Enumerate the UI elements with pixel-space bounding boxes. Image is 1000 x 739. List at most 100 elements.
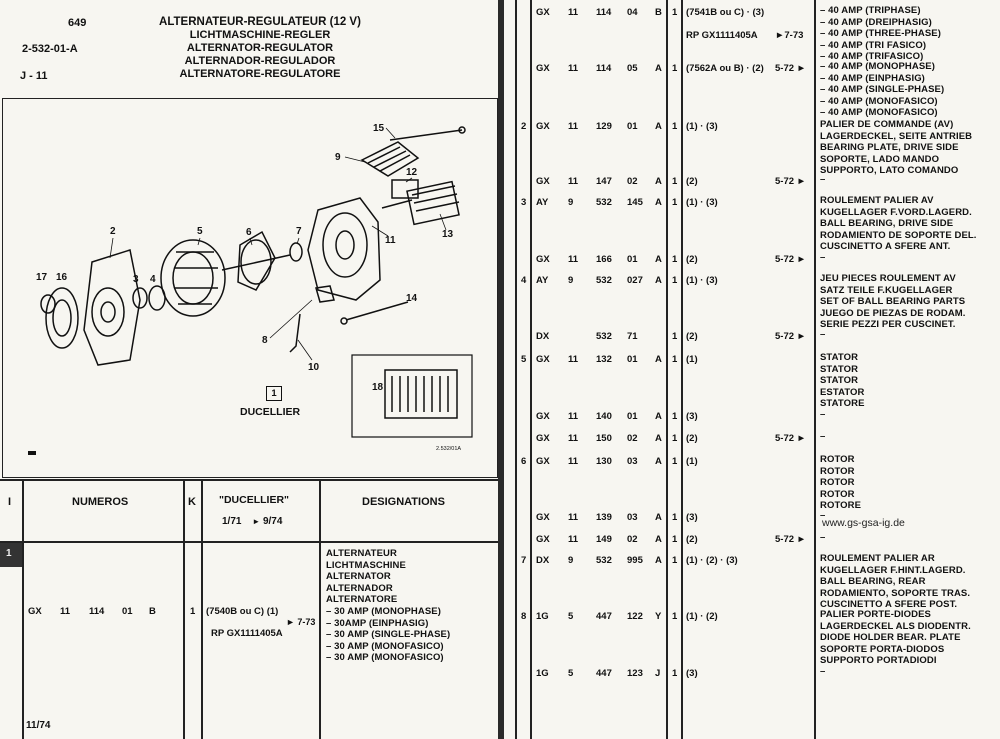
callout-12: 12	[406, 167, 418, 178]
part-variant: 123	[627, 668, 643, 679]
part-qty: 1	[672, 433, 678, 444]
designation-line: SOPORTE PORTA-DIODOS	[820, 643, 945, 655]
part-qty: 1	[190, 606, 196, 617]
designation-line: –	[820, 666, 826, 677]
part-note: (1) · (2) · (3)	[686, 555, 738, 566]
designation-line: ROTOR	[820, 477, 855, 489]
part-ref-arrow: 5-72 ►	[775, 254, 807, 265]
designation-line: ESTATOR	[820, 386, 865, 398]
col-numeros-header: NUMEROS	[72, 496, 129, 508]
part-prefix: GX	[536, 176, 550, 187]
part-letter: A	[655, 275, 662, 286]
part-rp: RP GX1111405A	[211, 628, 283, 639]
part-qty: 1	[672, 254, 678, 265]
part-prefix: GX	[536, 411, 550, 422]
designation-line: –	[820, 329, 826, 340]
page-title-it: ALTERNATORE-REGULATORE	[179, 68, 341, 80]
part-ref-arrow: ►7-73	[775, 30, 804, 41]
callout-17: 17	[36, 272, 48, 283]
part-group: 9	[568, 275, 574, 286]
part-number: 149	[596, 534, 612, 545]
designation-line: LAGERDECKEL ALS DIODENTR.	[820, 620, 971, 632]
row-index: 3	[521, 197, 527, 208]
designation-line: SET OF BALL BEARING PARTS	[820, 296, 966, 308]
ducellier-to: 9/74	[262, 516, 283, 527]
part-note: (2)	[686, 254, 698, 265]
col-ducellier-header: "DUCELLIER"	[219, 494, 290, 506]
designation: –	[820, 329, 825, 341]
part-prefix: 1G	[536, 611, 549, 622]
part-number: 447	[596, 611, 612, 622]
designation-line: STATOR	[820, 375, 859, 387]
part-note: (7562A ou B) · (2)	[686, 63, 764, 74]
callout-6: 6	[246, 227, 252, 238]
designation: –	[820, 532, 825, 544]
part-note: (1) · (2)	[686, 611, 718, 622]
figure-callouts: 2 3 4 5 6 7 8 9 10 11 12 13 14 15 16 17 …	[36, 123, 454, 393]
designation-line: –	[820, 174, 826, 185]
part-number: 130	[596, 456, 612, 467]
part-note: (1) · (3)	[686, 275, 718, 286]
part-letter: A	[655, 63, 662, 74]
designation-line: BEARING PLATE, DRIVE SIDE	[820, 142, 959, 154]
part-ref-arrow: ► 7-73	[286, 617, 316, 627]
part-prefix: GX	[536, 354, 550, 365]
designation-line: – 40 AMP (EINPHASIG)	[820, 72, 925, 84]
designation-line: ROTORE	[820, 500, 862, 512]
designation-line: – 40 AMP (MONOFASICO)	[820, 107, 938, 119]
part-prefix: DX	[536, 331, 550, 342]
part-variant: 03	[627, 456, 638, 467]
part-letter: A	[655, 254, 662, 265]
part-qty: 1	[672, 411, 678, 422]
part-group: 11	[568, 63, 579, 74]
callout-8: 8	[262, 335, 268, 346]
part-number: 532	[596, 197, 612, 208]
part-variant: 145	[627, 197, 643, 208]
callout-16: 16	[56, 272, 68, 283]
part-group: 11	[568, 7, 579, 18]
row-index: 8	[521, 611, 527, 622]
catalogue-ref: 2-532-01-A	[22, 43, 78, 55]
designation: – 40 AMP (MONOPHASE)– 40 AMP (EINPHASIG)…	[820, 61, 944, 119]
figure-brand: DUCELLIER	[240, 406, 301, 418]
part-letter: B	[149, 606, 156, 617]
part-qty: 1	[672, 456, 678, 467]
part-note: (1)	[686, 354, 698, 365]
part-variant: 04	[627, 7, 638, 18]
part-prefix: GX	[536, 254, 550, 265]
designation-line: SUPPORTO, LATO COMANDO	[820, 165, 959, 177]
designation-line: – 40 AMP (SINGLE-PHASE)	[820, 84, 945, 96]
page-title-es: ALTERNADOR-REGULADOR	[184, 55, 336, 67]
designation-line: CUSCINETTO A SFERE ANT.	[820, 241, 951, 253]
designation-line: RODAMIENTO, SOPORTE TRAS.	[820, 587, 971, 599]
part-number: 532	[596, 555, 612, 566]
part-letter: B	[655, 7, 662, 18]
part-qty: 1	[672, 275, 678, 286]
part-number: 129	[596, 121, 612, 132]
designation-line: JUEGO DE PIEZAS DE RODAM.	[820, 307, 966, 319]
part-variant: 995	[627, 555, 643, 566]
part-group: 11	[568, 512, 579, 523]
figure-ref-code: 2.532/01A	[436, 446, 461, 452]
designation-line: KUGELLAGER F.HINT.LAGERD.	[820, 564, 966, 576]
designation-line: PALIER DE COMMANDE (AV)	[820, 119, 954, 130]
page-title-de: LICHTMASCHINE-REGLER	[189, 29, 331, 41]
part-group: 5	[568, 611, 574, 622]
part-group: 11	[60, 606, 71, 617]
part-note: (3)	[686, 512, 698, 523]
designation-line: – 40 AMP (TRIFASICO)	[820, 51, 924, 63]
designation-line: – 40 AMP (TRIPHASE)	[820, 5, 921, 16]
part-group: 11	[568, 354, 579, 365]
figure-box-label: 1	[266, 386, 282, 401]
designation-line: CUSCINETTO A SFERE POST.	[820, 599, 958, 611]
designation-line: STATOR	[820, 352, 859, 363]
part-prefix: 1G	[536, 668, 549, 679]
part-note: (1) · (3)	[686, 197, 718, 208]
part-letter: A	[655, 433, 662, 444]
row-index: 5	[521, 354, 527, 365]
callout-2: 2	[110, 226, 116, 237]
designation: –	[820, 409, 825, 421]
